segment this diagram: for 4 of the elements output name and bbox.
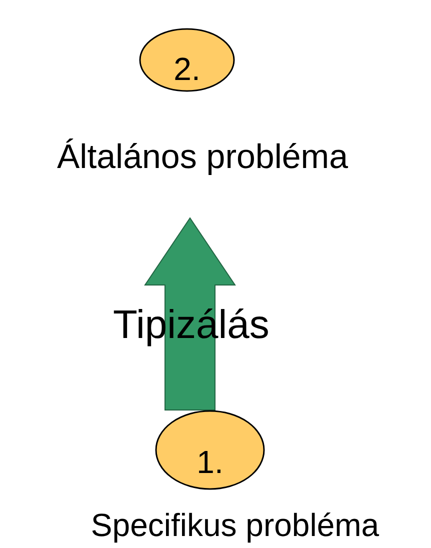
- node-text: Specifikus probléma: [90, 506, 380, 544]
- step-number: 2.: [174, 50, 200, 88]
- step-number: 1.: [196, 442, 224, 480]
- node-text: Általános probléma: [56, 138, 348, 176]
